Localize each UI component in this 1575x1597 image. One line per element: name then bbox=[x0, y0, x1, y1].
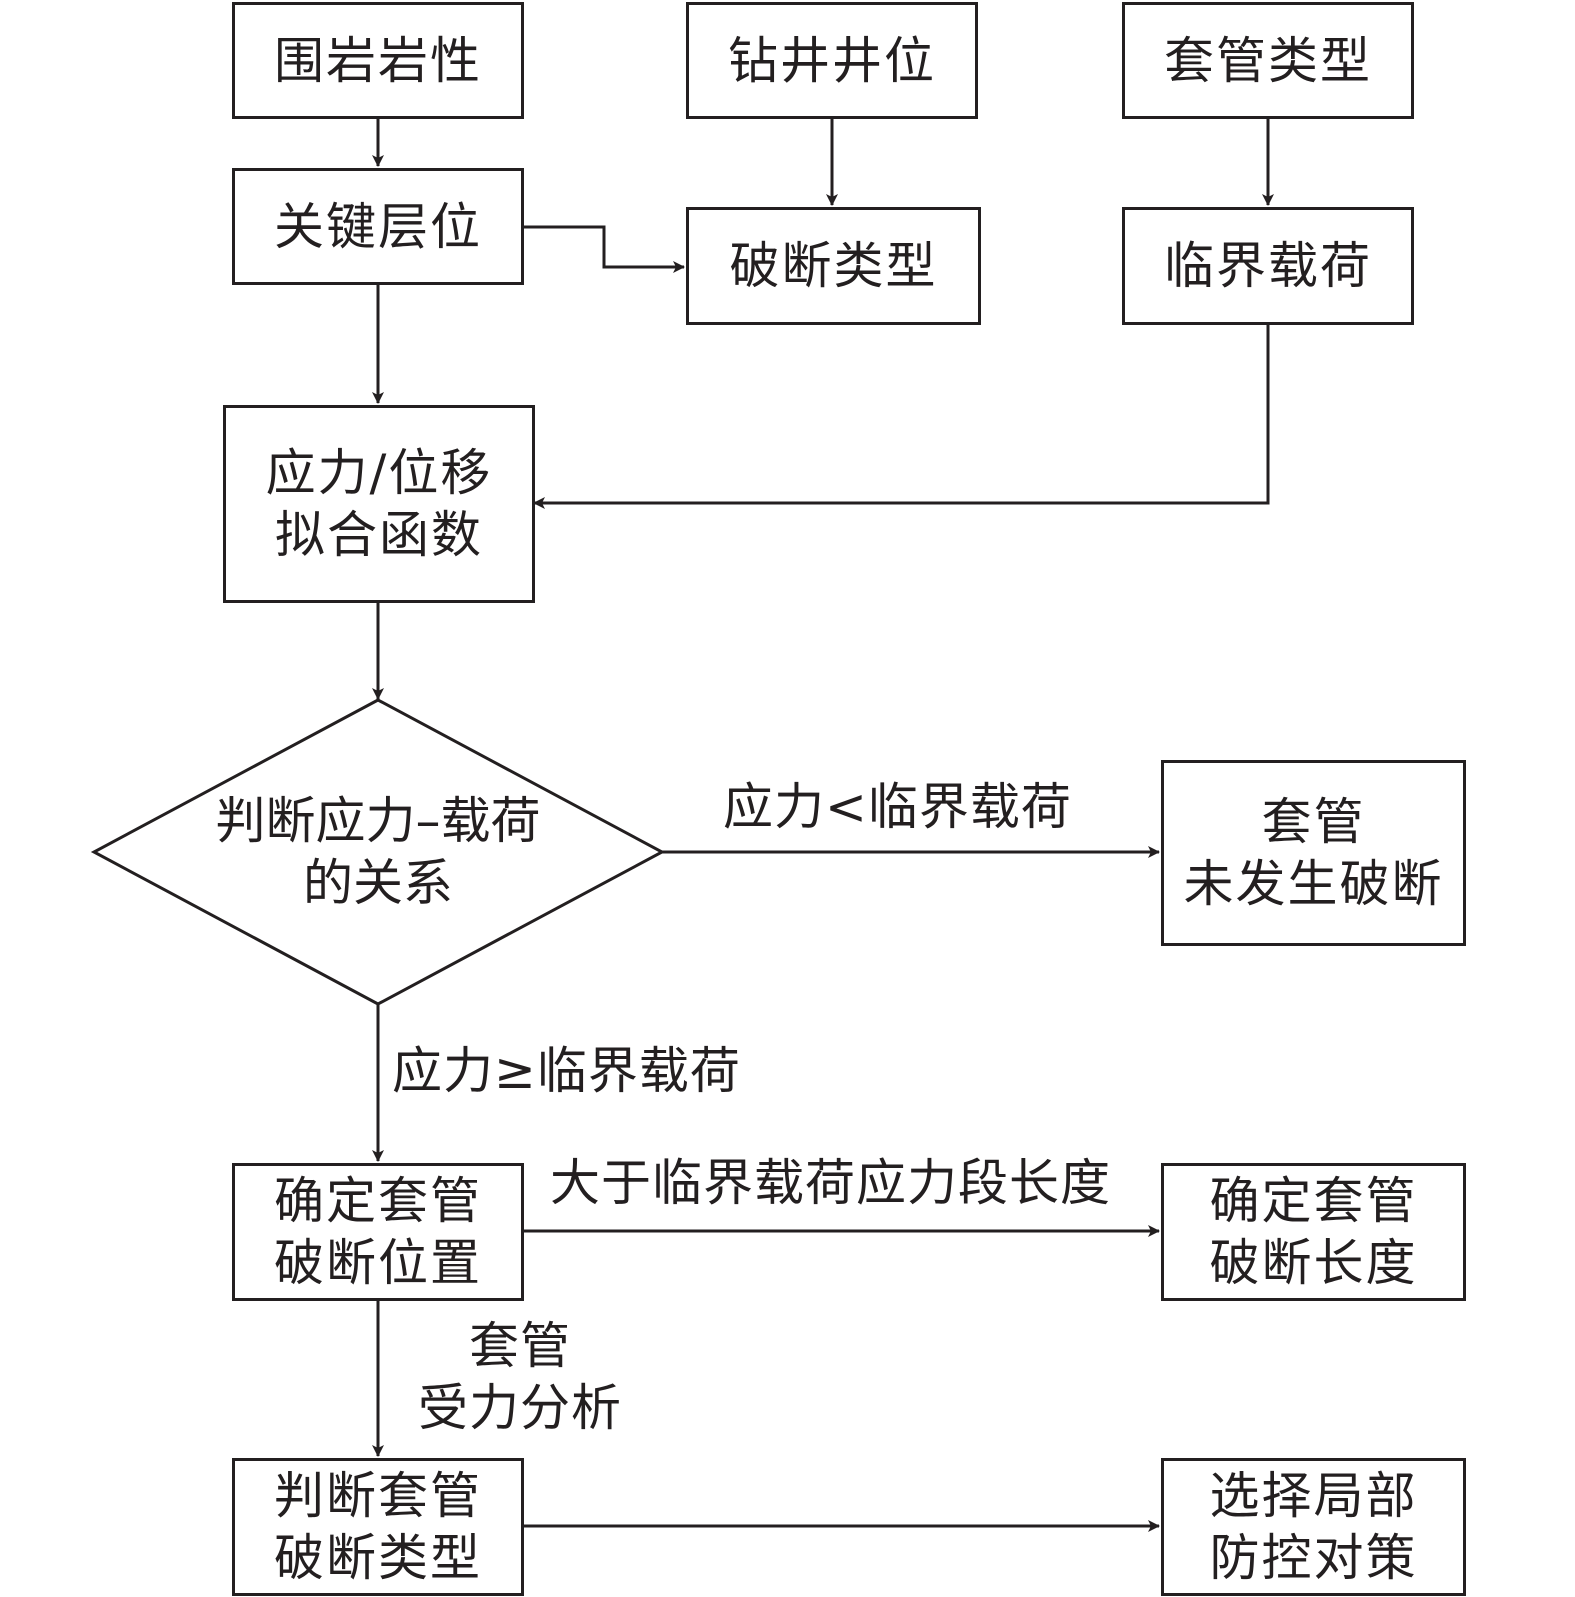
node-local-measures: 选择局部 防控对策 bbox=[1161, 1458, 1466, 1596]
node-fracture-position-line1: 确定套管 bbox=[274, 1172, 482, 1230]
node-key-layer-label: 关键层位 bbox=[274, 197, 482, 256]
node-well-location: 钻井井位 bbox=[686, 2, 978, 119]
edge-label-greater-equal: 应力≥临界载荷 bbox=[392, 1042, 741, 1100]
decision-judge-text: 判断应力–载荷 的关系 bbox=[178, 790, 578, 914]
node-judge-fracture-type-line2: 破断类型 bbox=[274, 1529, 482, 1587]
edge-label-segment-length: 大于临界载荷应力段长度 bbox=[550, 1154, 1111, 1212]
node-fracture-type: 破断类型 bbox=[686, 207, 981, 325]
node-fracture-length-line1: 确定套管 bbox=[1209, 1172, 1418, 1230]
decision-judge-line2: 的关系 bbox=[303, 854, 453, 912]
node-local-measures-line2: 防控对策 bbox=[1209, 1529, 1418, 1587]
decision-judge-line1: 判断应力–载荷 bbox=[215, 792, 541, 850]
node-fitting-function-line2: 拟合函数 bbox=[275, 506, 483, 564]
node-fracture-length: 确定套管 破断长度 bbox=[1161, 1163, 1466, 1301]
node-fitting-function: 应力/位移 拟合函数 bbox=[223, 405, 535, 603]
node-casing-type-label: 套管类型 bbox=[1164, 31, 1372, 90]
node-critical-load-label: 临界载荷 bbox=[1164, 237, 1372, 295]
node-casing-intact: 套管 未发生破断 bbox=[1161, 760, 1466, 946]
node-well-location-label: 钻井井位 bbox=[728, 31, 936, 90]
node-critical-load: 临界载荷 bbox=[1122, 207, 1414, 325]
node-fracture-position: 确定套管 破断位置 bbox=[232, 1163, 524, 1301]
node-fracture-length-line2: 破断长度 bbox=[1209, 1234, 1418, 1292]
node-fracture-type-label: 破断类型 bbox=[729, 237, 938, 295]
node-casing-intact-line2: 未发生破断 bbox=[1183, 855, 1444, 913]
edge-label-force-analysis: 套管 受力分析 bbox=[400, 1315, 640, 1439]
edge-label-force-line1: 套管 bbox=[469, 1317, 571, 1375]
edge-critical-load-to-fitting bbox=[533, 325, 1270, 509]
edge-label-less-than: 应力<临界载荷 bbox=[723, 778, 1072, 836]
node-casing-type: 套管类型 bbox=[1122, 2, 1414, 119]
node-rock-lithology: 围岩岩性 bbox=[232, 2, 524, 119]
node-judge-fracture-type: 判断套管 破断类型 bbox=[232, 1458, 524, 1596]
node-rock-lithology-label: 围岩岩性 bbox=[274, 31, 482, 90]
node-key-layer: 关键层位 bbox=[232, 168, 524, 285]
edge-label-force-line2: 受力分析 bbox=[418, 1379, 622, 1437]
node-judge-fracture-type-line1: 判断套管 bbox=[274, 1467, 482, 1525]
node-fracture-position-line2: 破断位置 bbox=[274, 1234, 482, 1292]
node-local-measures-line1: 选择局部 bbox=[1209, 1467, 1418, 1525]
node-casing-intact-line1: 套管 bbox=[1261, 793, 1366, 851]
edge-key-layer-to-fracture-type bbox=[523, 225, 685, 273]
node-fitting-function-line1: 应力/位移 bbox=[265, 444, 493, 502]
